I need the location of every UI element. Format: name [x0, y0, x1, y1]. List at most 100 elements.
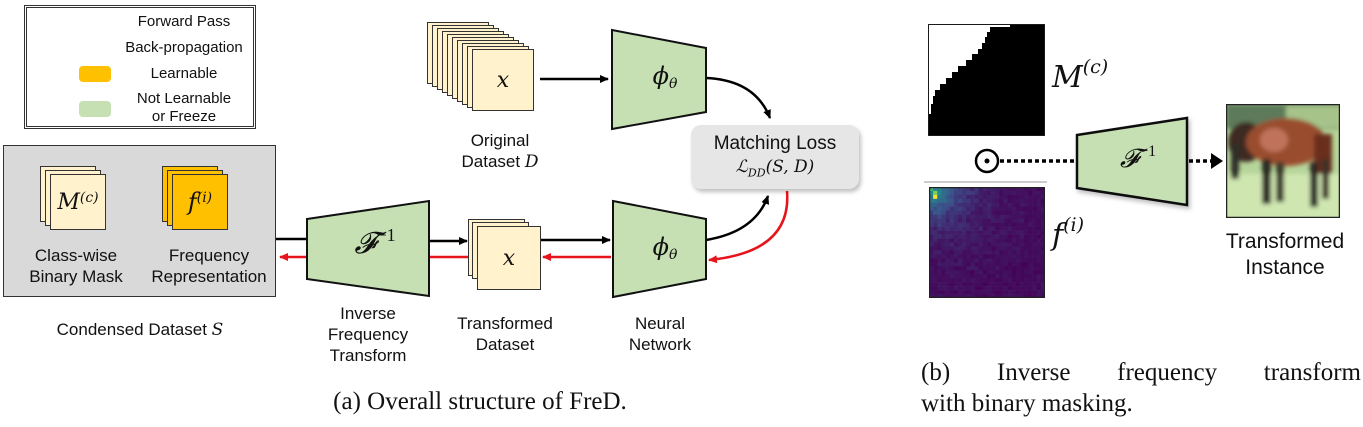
heatmap-cell [1016, 238, 1021, 243]
heatmap-cell [999, 254, 1004, 259]
heatmap-cell [987, 214, 992, 220]
heatmap-cell [945, 278, 951, 283]
condensed-title-text: Condensed Dataset [56, 320, 207, 339]
heatmap-cell [1011, 258, 1017, 263]
heatmap-cell [1007, 274, 1013, 279]
heatmap-cell [933, 266, 938, 271]
heatmap-cell [929, 238, 934, 243]
heatmap-cell [945, 242, 951, 247]
hadamard-dot [984, 158, 990, 164]
heatmap-cell [966, 290, 971, 295]
heatmap-cell [953, 294, 959, 298]
heatmap-cell [1007, 214, 1013, 220]
heatmap-cell [937, 194, 942, 200]
heatmap-cell [1016, 234, 1021, 239]
loss-symbol: ℒ [735, 157, 748, 177]
heatmap-cell [1007, 270, 1013, 275]
heatmap-cell [933, 278, 938, 283]
heatmap-cell [1028, 234, 1033, 239]
heatmap-cell [941, 210, 946, 216]
heatmap-cell [929, 210, 934, 216]
heatmap-cell [974, 258, 980, 263]
heatmap-cell [937, 187, 942, 192]
heatmap-cell [933, 202, 938, 208]
heatmap-cell [1020, 222, 1025, 227]
heatmap-cell [1040, 230, 1045, 235]
heatmap-cell [945, 194, 951, 200]
heatmap-cell [1028, 290, 1033, 295]
heatmap-cell [995, 198, 1000, 204]
heatmap-cell [1003, 234, 1009, 239]
heatmap-cell [995, 242, 1000, 247]
heatmap-cell [991, 274, 996, 279]
heatmap-cell [1036, 230, 1042, 235]
caption-b-line1: (b) Inverse frequency transform [921, 359, 1361, 386]
heatmap-cell [962, 274, 967, 279]
heatmap-cell [958, 278, 963, 283]
heatmap-cell [1028, 187, 1033, 192]
heatmap-cell [982, 254, 988, 259]
heatmap-cell [1032, 206, 1038, 212]
heatmap-cell [978, 238, 984, 243]
heatmap-cell [1011, 270, 1017, 275]
heatmap-cell [982, 266, 988, 271]
heatmap-cell [945, 270, 951, 275]
learnable-swatch [79, 66, 111, 82]
frequency-stack: f(i) [162, 166, 234, 238]
heatmap-cell [991, 206, 996, 212]
heatmap-cell [953, 190, 959, 196]
heatmap-cell [953, 226, 959, 231]
heatmap-cell [1040, 198, 1045, 204]
forward-arrow-network-to-loss [705, 76, 772, 119]
heatmap-cell [970, 218, 975, 223]
panel-b-transform-symbol: 𝓕−1 [1090, 143, 1186, 175]
heatmap-cell [1028, 270, 1033, 275]
heatmap-cell [991, 222, 996, 227]
heatmap-cell [974, 262, 980, 267]
heatmap-cell [962, 270, 967, 275]
heatmap-cell [945, 286, 951, 291]
heatmap-cell [1024, 238, 1029, 243]
heatmap-cell [970, 226, 975, 231]
heatmap-cell [987, 270, 992, 275]
heatmap-cell [1016, 250, 1021, 255]
matching-loss-title: Matching Loss [713, 133, 837, 154]
mask-label: Class-wise Binary Mask [16, 245, 136, 287]
heatmap-cell [1028, 282, 1033, 287]
heatmap-cell [953, 246, 959, 251]
heatmap-cell [1036, 218, 1042, 223]
heatmap-cell [958, 198, 963, 204]
mask-label-b: M(c) [1052, 56, 1108, 95]
heatmap-cell [995, 258, 1000, 263]
heatmap-cell [929, 242, 934, 247]
heatmap-cell [1016, 194, 1021, 200]
heatmap-cell [987, 202, 992, 208]
heatmap-cell [1011, 214, 1017, 220]
heatmap-cell [1024, 218, 1029, 223]
heatmap-cell [1032, 270, 1038, 275]
legend-label: Not Learnable or Freeze [119, 90, 249, 126]
heatmap-cell [966, 238, 971, 243]
heatmap-cell [1040, 226, 1045, 231]
original-label-line1: Original [470, 131, 530, 150]
caption-b-line2: with binary masking. [921, 390, 1133, 417]
freq-label-line1: Frequency [168, 246, 250, 265]
heatmap-cell [991, 242, 996, 247]
heatmap-cell [987, 226, 992, 231]
heatmap-cell [962, 218, 967, 223]
heatmap-cell [1003, 190, 1009, 196]
heatmap-cell [937, 270, 942, 275]
heatmap-cell [1003, 250, 1009, 255]
heatmap-cell [987, 190, 992, 196]
heatmap-cell [974, 238, 980, 243]
mask-label-line2: Binary Mask [29, 267, 123, 286]
heatmap-cell [933, 290, 938, 295]
transformed-label-line1: Transformed [457, 314, 553, 333]
heatmap-cell [929, 194, 934, 200]
heatmap-cell [953, 262, 959, 267]
heatmap-cell [949, 250, 955, 255]
heatmap-cell [933, 294, 938, 298]
heatmap-cell [958, 250, 963, 255]
heatmap-cell [1036, 234, 1042, 239]
heatmap-cell [1016, 187, 1021, 192]
